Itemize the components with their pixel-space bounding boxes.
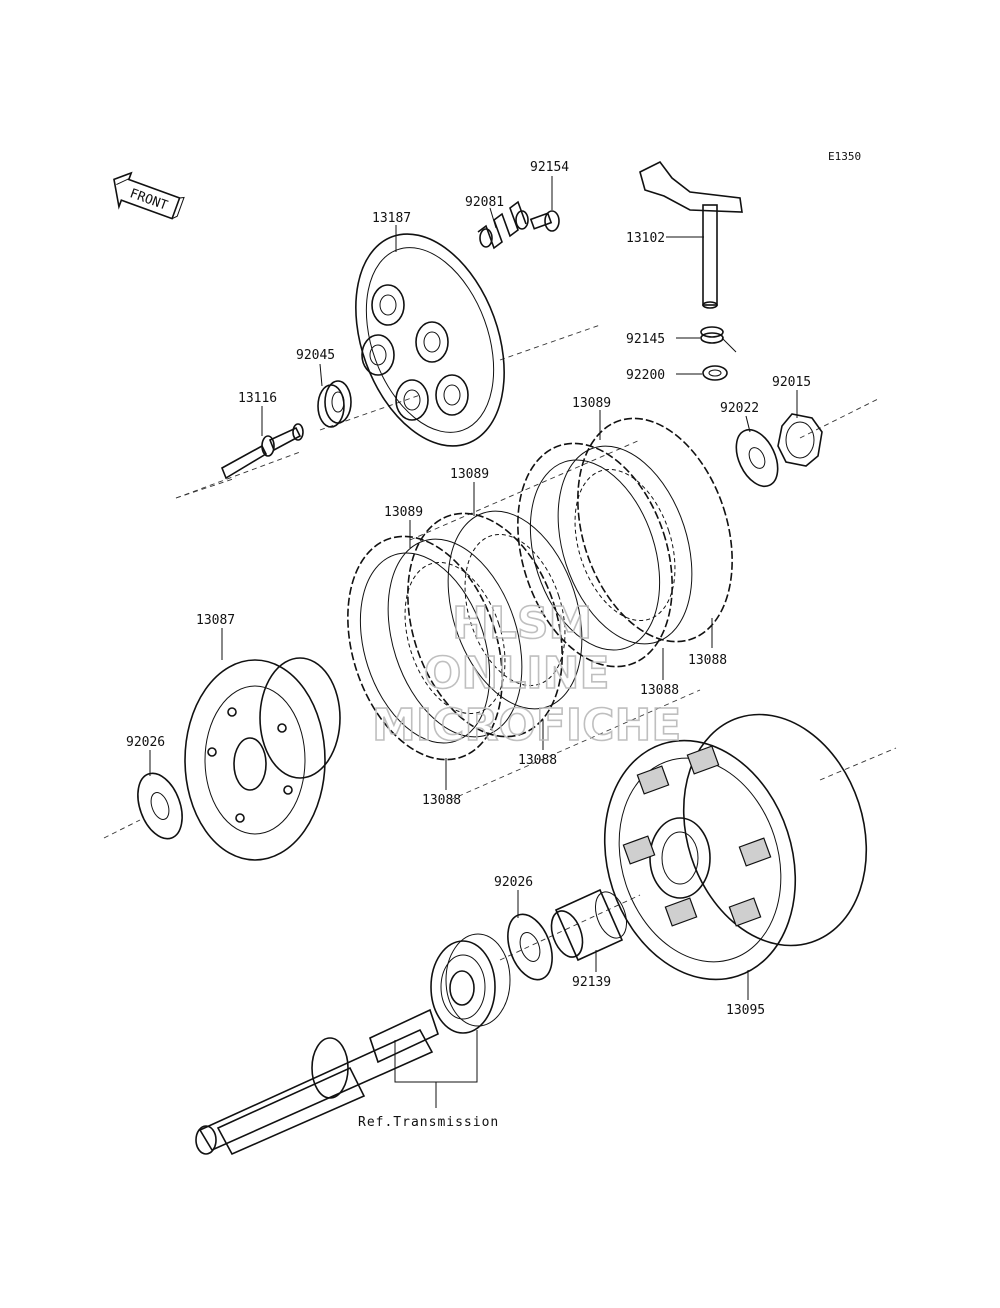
- part-label-13089-middle: 13089: [450, 467, 489, 482]
- washer-92022: [735, 428, 779, 488]
- part-label-92022: 92022: [720, 401, 759, 416]
- watermark-line-2: ONLINE: [424, 648, 610, 699]
- washer-92200: [702, 365, 728, 381]
- ball-bearing: [430, 933, 511, 1034]
- alignment-lines: [103, 324, 897, 961]
- transmission-shaft: [195, 1008, 439, 1156]
- bolt-92154: [529, 210, 560, 232]
- push-lever-13102: [639, 160, 743, 309]
- diagram-code: E1350: [828, 150, 861, 163]
- part-label-13095: 13095: [726, 1003, 765, 1018]
- part-label-13089-top: 13089: [572, 396, 611, 411]
- label-leaders: [149, 176, 798, 1000]
- washer-92026-left: [137, 772, 183, 840]
- part-label-13088-right: 13088: [688, 653, 727, 668]
- nut-92015: [777, 413, 823, 467]
- part-label-92045: 92045: [296, 348, 335, 363]
- part-label-92139: 92139: [572, 975, 611, 990]
- ref-transmission-label: Ref.Transmission: [358, 1115, 499, 1130]
- spring-92081: [477, 200, 529, 250]
- part-label-13088-center: 13088: [640, 683, 679, 698]
- part-label-13088-left: 13088: [422, 793, 461, 808]
- part-label-13187: 13187: [372, 211, 411, 226]
- front-arrow-icon: FRONT: [113, 171, 185, 220]
- part-label-92026-left: 92026: [126, 735, 165, 750]
- spring-92145: [700, 326, 737, 353]
- part-label-13116: 13116: [238, 391, 277, 406]
- steel-plates-13089: [387, 445, 693, 738]
- washer-92026-center: [507, 913, 553, 981]
- part-label-13102: 13102: [626, 231, 665, 246]
- part-label-92145: 92145: [626, 332, 665, 347]
- watermark-line-3: MICROFICHE: [372, 700, 681, 751]
- part-label-13089-left: 13089: [384, 505, 423, 520]
- clutch-hub-13087: [184, 657, 341, 861]
- watermark: HLSM ONLINE MICROFICHE: [371, 597, 682, 752]
- part-label-92154: 92154: [530, 160, 569, 175]
- part-label-92200: 92200: [626, 368, 665, 383]
- part-label-13088-lower: 13088: [518, 753, 557, 768]
- ref-transmission-bracket: Ref.Transmission: [358, 1030, 499, 1130]
- part-label-92026-center: 92026: [494, 875, 533, 890]
- bearing-92045: [317, 380, 352, 428]
- sleeve-92139: [550, 888, 628, 962]
- watermark-line-1: HLSM: [452, 598, 592, 649]
- clutch-housing-13095: [603, 713, 868, 981]
- push-rod-13116: [220, 423, 304, 480]
- part-label-13087: 13087: [196, 613, 235, 628]
- friction-plates-13088: [347, 417, 733, 761]
- part-label-92081: 92081: [465, 195, 504, 210]
- part-label-92015: 92015: [772, 375, 811, 390]
- pressure-plate-13187: [355, 233, 505, 447]
- part-labels: 92154 92081 13187 13102 92145 92200 9201…: [126, 160, 811, 1018]
